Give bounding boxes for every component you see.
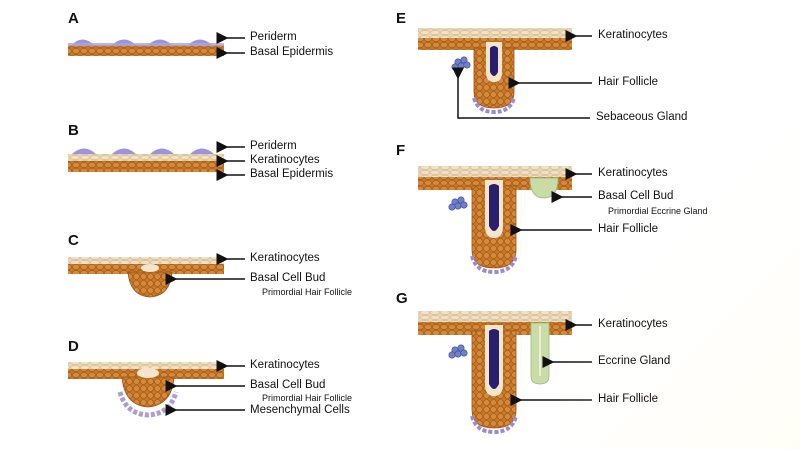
panel-e-artwork: [418, 28, 572, 115]
panel-a-artwork: [68, 39, 224, 56]
label-keratinocytes: Keratinocytes: [598, 29, 668, 41]
panel-letter-f: F: [396, 142, 406, 159]
label-keratinocytes: Keratinocytes: [250, 252, 320, 264]
label-periderm: Periderm: [250, 140, 297, 152]
label-keratinocytes: Keratinocytes: [598, 167, 668, 179]
panel-b-artwork: [68, 148, 224, 172]
panel-letter-a: A: [68, 10, 79, 27]
panel-letter-g: G: [396, 290, 408, 307]
panel-letter-b: B: [68, 122, 79, 139]
arrow: [452, 67, 590, 119]
label-basal-cell-bud: Basal Cell Bud: [250, 379, 326, 391]
label-keratinocytes: Keratinocytes: [598, 318, 668, 330]
label-keratinocytes: Keratinocytes: [250, 154, 320, 166]
sublabel-primordial-hair-follicle: Primordial Hair Follicle: [262, 393, 353, 403]
sublabel-primordial-eccrine-gland: Primordial Eccrine Gland: [608, 206, 708, 216]
label-periderm: Periderm: [250, 31, 297, 43]
panel-d-artwork: [68, 362, 224, 418]
panel-g-artwork: [418, 311, 572, 435]
label-hair-follicle: Hair Follicle: [598, 76, 659, 88]
label-hair-follicle: Hair Follicle: [598, 393, 659, 405]
label-basal-cell-bud: Basal Cell Bud: [598, 190, 674, 202]
label-keratinocytes: Keratinocytes: [250, 359, 320, 371]
label-basal-epidermis: Basal Epidermis: [250, 46, 334, 58]
panel-c-artwork: [68, 257, 224, 298]
label-eccrine-gland: Eccrine Gland: [598, 355, 671, 367]
label-basal-epidermis: Basal Epidermis: [250, 168, 334, 180]
panel-letter-d: D: [68, 338, 79, 355]
panel-f-artwork: [418, 166, 572, 275]
label-basal-cell-bud: Basal Cell Bud: [250, 272, 326, 284]
panel-letter-c: C: [68, 232, 79, 249]
sublabel-primordial-hair-follicle: Primordial Hair Follicle: [262, 287, 353, 297]
label-hair-follicle: Hair Follicle: [598, 223, 659, 235]
panel-letter-e: E: [396, 10, 407, 27]
label-mesenchymal-cells: Mesenchymal Cells: [250, 404, 350, 416]
label-sebaceous-gland: Sebaceous Gland: [596, 111, 688, 123]
